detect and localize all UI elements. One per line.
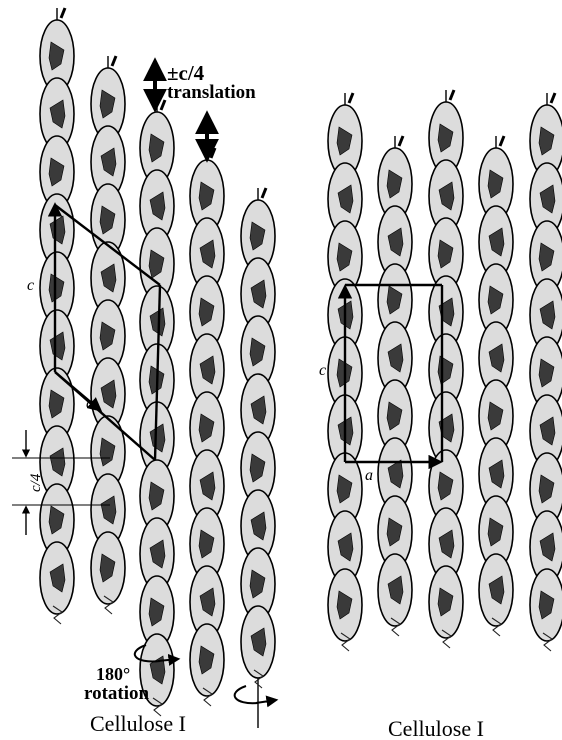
chain-end: [262, 188, 266, 198]
right-chain-5: [530, 93, 562, 651]
chain-end: [349, 93, 353, 103]
chain-end: [551, 93, 555, 103]
chain-end: [399, 136, 403, 146]
right-c-axis-label: c: [319, 362, 326, 379]
right-chain-2: [378, 136, 412, 636]
rotation-arrow-icon: [256, 700, 276, 703]
left-caption: Cellulose I: [90, 711, 186, 736]
left-a-axis-label: a: [86, 395, 94, 412]
right-a-axis-label: a: [365, 467, 373, 484]
rotation-label-bottom: rotation: [84, 683, 150, 704]
right-chain-4: [479, 136, 513, 636]
chain-end: [450, 90, 454, 100]
chain-end: [500, 136, 504, 146]
right-caption: Cellulose I: [388, 716, 484, 740]
chain-end: [61, 8, 65, 18]
left-chain-1: [40, 8, 74, 624]
chain-end: [161, 100, 165, 110]
right-chain-3: [429, 90, 463, 648]
translation-label-bottom: translation: [167, 82, 256, 103]
left-c-axis-label: c: [27, 277, 34, 294]
chain-end: [211, 148, 215, 158]
left-c4-label: c/4: [28, 473, 44, 492]
right-chain-group: [328, 90, 562, 651]
chain-end: [112, 56, 116, 66]
rotation-label-top: 180°: [96, 664, 130, 684]
left-chain-2: [91, 56, 125, 614]
left-chain-5: [241, 188, 275, 728]
left-chain-4: [190, 148, 224, 706]
